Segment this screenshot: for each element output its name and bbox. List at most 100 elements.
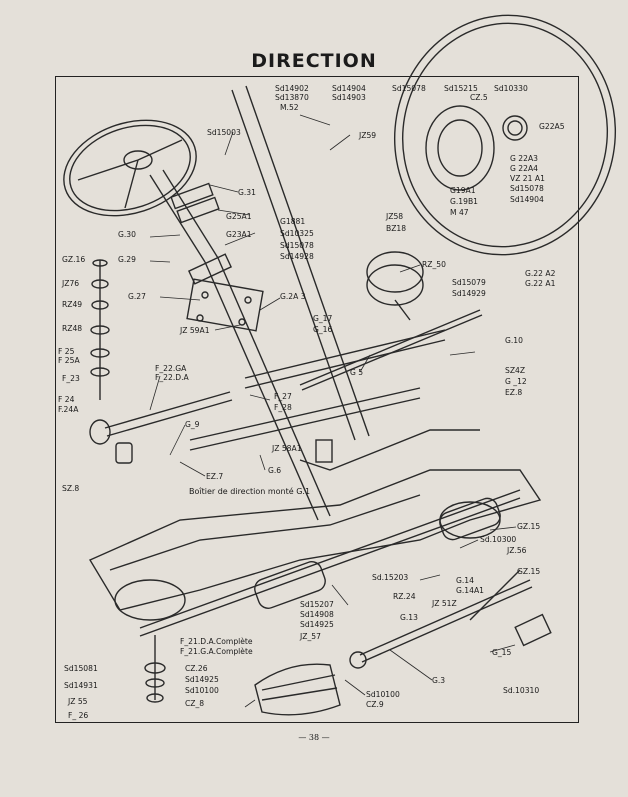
part-label: Sd10100 [185, 686, 219, 695]
part-label: CZ.5 [470, 93, 488, 102]
part-label: F_21.D.A.Complète [180, 637, 253, 646]
part-label: RZ49 [62, 300, 83, 309]
part-label: JZ 59A1 [180, 326, 210, 335]
part-label: G_17 [313, 314, 333, 323]
steering-arm [89, 391, 233, 445]
part-label: CZ_8 [185, 699, 205, 708]
part-label: JZ59 [359, 131, 377, 140]
part-label: JZ.56 [507, 546, 527, 555]
part-label: Sd14925 [185, 675, 219, 684]
part-label: JZ76 [62, 279, 80, 288]
part-label: F 25 [58, 347, 75, 356]
part-label: Sd15081 [64, 664, 98, 673]
steering-rack [139, 489, 521, 637]
page-title: DIRECTION [251, 50, 377, 72]
illustration-frame [55, 76, 579, 723]
part-label: G 22A3 [510, 154, 538, 163]
part-label: GZ.15 [517, 522, 541, 531]
part-label: VZ 21 A1 [510, 174, 545, 183]
part-label: JZ_57 [300, 632, 321, 641]
part-label: Sd14908 [300, 610, 334, 619]
part-label: G_15 [492, 648, 512, 657]
part-label: G1881 [280, 217, 306, 226]
part-label: RZ48 [62, 324, 83, 333]
steering-wheel-left [63, 119, 197, 217]
part-label: G.27 [128, 292, 146, 301]
part-label: Sd15003 [207, 128, 241, 137]
sleeve-sz8 [115, 442, 133, 464]
part-label: G _12 [505, 377, 527, 386]
part-label: G.2A 3 [280, 292, 306, 301]
part-label: EZ.8 [505, 388, 523, 397]
part-label: G23A1 [226, 230, 252, 239]
part-label: GZ.16 [62, 255, 86, 264]
part-label: JZ 55 [68, 697, 88, 706]
part-label: SZ.8 [62, 484, 80, 493]
part-label: Sd14925 [300, 620, 334, 629]
part-label: F_22.GA [155, 364, 187, 373]
part-label: Sd15078 [392, 84, 426, 93]
tie-rod-g6 [189, 387, 421, 451]
arm-g15 [469, 569, 552, 647]
part-label: JZ 51Z [432, 599, 457, 608]
left-parts-stack [90, 259, 110, 400]
part-label: F_21.G.A.Complète [180, 647, 253, 656]
part-label: Sd10330 [494, 84, 528, 93]
part-label: Sd10325 [280, 229, 314, 238]
spring-jz58a1 [315, 439, 333, 463]
part-label: G.22 A1 [525, 279, 556, 288]
part-label: F_22.D.A [155, 373, 189, 382]
part-label: F_23 [62, 374, 80, 383]
steering-column-upper [149, 169, 233, 285]
tie-rod-g10 [299, 309, 483, 391]
part-label: Sd10100 [366, 690, 400, 699]
part-label: G.14A1 [456, 586, 484, 595]
part-label: BZ18 [386, 224, 407, 233]
part-label: F 25A [58, 356, 80, 365]
part-label: F_27 [274, 392, 292, 401]
tie-rod-g3 [349, 579, 533, 669]
part-label: F_ 26 [68, 711, 89, 720]
part-label: CZ.9 [366, 700, 384, 709]
part-label: Sd14904 [510, 195, 544, 204]
part-label: M 47 [450, 208, 469, 217]
part-label: F.24A [58, 405, 79, 414]
boot-jz57 [254, 663, 341, 716]
part-label: Sd.10310 [503, 686, 540, 695]
steering-column-main [204, 85, 370, 521]
part-label: JZ58 [386, 212, 404, 221]
part-label: G.30 [118, 230, 136, 239]
part-label: G.22 A2 [525, 269, 556, 278]
part-label: G_16 [313, 325, 333, 334]
part-label: G.13 [400, 613, 418, 622]
part-label: Sd15078 [280, 241, 314, 250]
part-label: Sd15078 [510, 184, 544, 193]
part-label: G 22A4 [510, 164, 538, 173]
part-label: G_9 [185, 420, 200, 429]
part-label: Sd14903 [332, 93, 366, 102]
front-subframe [88, 429, 542, 621]
part-label: Sd14902 [275, 84, 309, 93]
part-label: Sd15079 [452, 278, 486, 287]
column-bracket [186, 278, 264, 332]
part-label: Sd.15203 [372, 573, 409, 582]
part-label: G.14 [456, 576, 474, 585]
part-label: Sd13870 [275, 93, 309, 102]
part-label: F_28 [274, 403, 292, 412]
tie-rod-g5 [244, 329, 446, 389]
part-label: EZ.7 [206, 472, 224, 481]
assembly-caption: Boîtier de direction monté G.1 [189, 487, 311, 496]
part-label: G19A1 [450, 186, 476, 195]
leader-lines [149, 114, 517, 708]
part-label: GZ.15 [517, 567, 541, 576]
part-label: RZ.24 [393, 592, 416, 601]
part-label: G 5 [350, 368, 364, 377]
part-label: M.52 [280, 103, 299, 112]
part-label: SZ4Z [505, 366, 526, 375]
part-label: Sd15207 [300, 600, 334, 609]
part-label: G.10 [505, 336, 523, 345]
part-label: JZ 58A1 [272, 444, 302, 453]
part-label: Sd.10300 [480, 535, 517, 544]
